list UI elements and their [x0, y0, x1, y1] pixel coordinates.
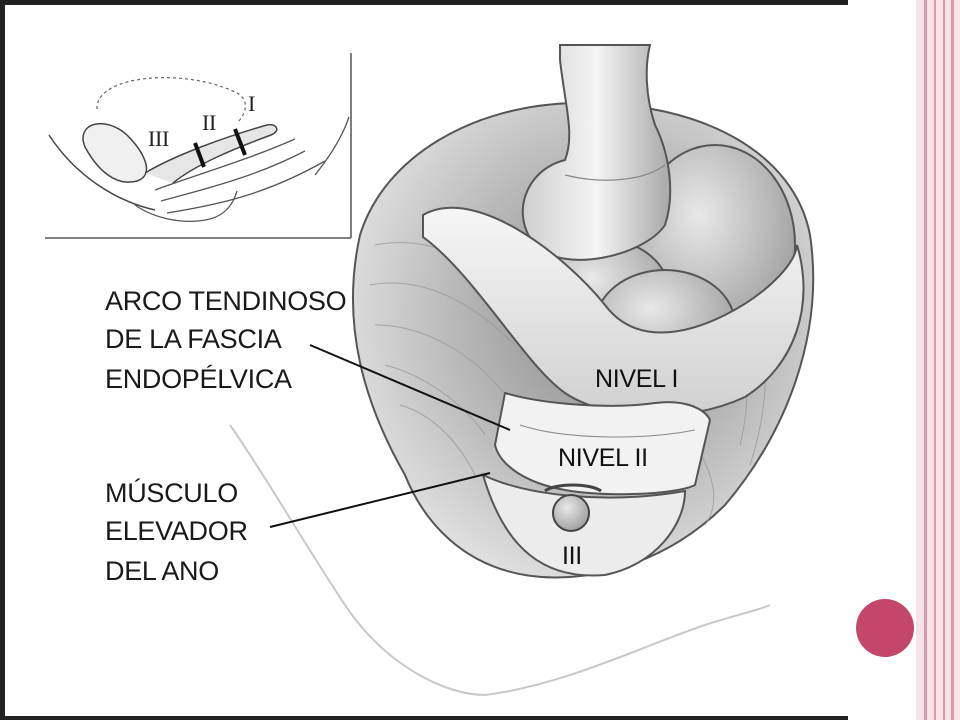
- label-elevador: ELEVADOR: [105, 516, 248, 546]
- anatomy-figure: I II III ARCO TENDINOSO DE LA FASCIA END…: [5, 5, 848, 716]
- slide-left-border: [0, 0, 5, 720]
- inset-sagittal-diagram: [45, 53, 352, 239]
- slide-bottom-border: [0, 716, 848, 720]
- rectum-tube: [521, 44, 672, 261]
- decorative-circle: [856, 599, 914, 657]
- slide-top-border: [0, 0, 848, 5]
- decorative-stripe: [943, 0, 945, 720]
- label-nivel-1: NIVEL I: [595, 365, 679, 393]
- inset-level-label: II: [202, 110, 217, 135]
- decorative-stripe: [934, 0, 936, 720]
- label-nivel-3: III: [562, 542, 582, 570]
- vagina-level-2: [493, 391, 712, 496]
- decorative-stripe: [951, 0, 954, 720]
- leader-line-arco: [309, 344, 511, 431]
- label-nivel-2: NIVEL II: [558, 444, 648, 472]
- label-de-la-fascia: DE LA FASCIA: [105, 324, 282, 354]
- inset-level-label: I: [248, 91, 256, 116]
- urethral-opening: [552, 494, 590, 532]
- fascia-band-level-1: [422, 206, 805, 417]
- leader-line-musculo: [269, 472, 491, 528]
- label-del-ano: DEL ANO: [105, 556, 219, 586]
- decorative-stripe: [924, 0, 927, 720]
- label-musculo: MÚSCULO: [105, 478, 238, 508]
- anatomy-illustration: [45, 44, 815, 696]
- label-endopelvica: ENDOPÉLVICA: [105, 364, 292, 394]
- inset-level-label: III: [148, 126, 170, 151]
- label-arco-tendinoso: ARCO TENDINOSO: [105, 286, 347, 316]
